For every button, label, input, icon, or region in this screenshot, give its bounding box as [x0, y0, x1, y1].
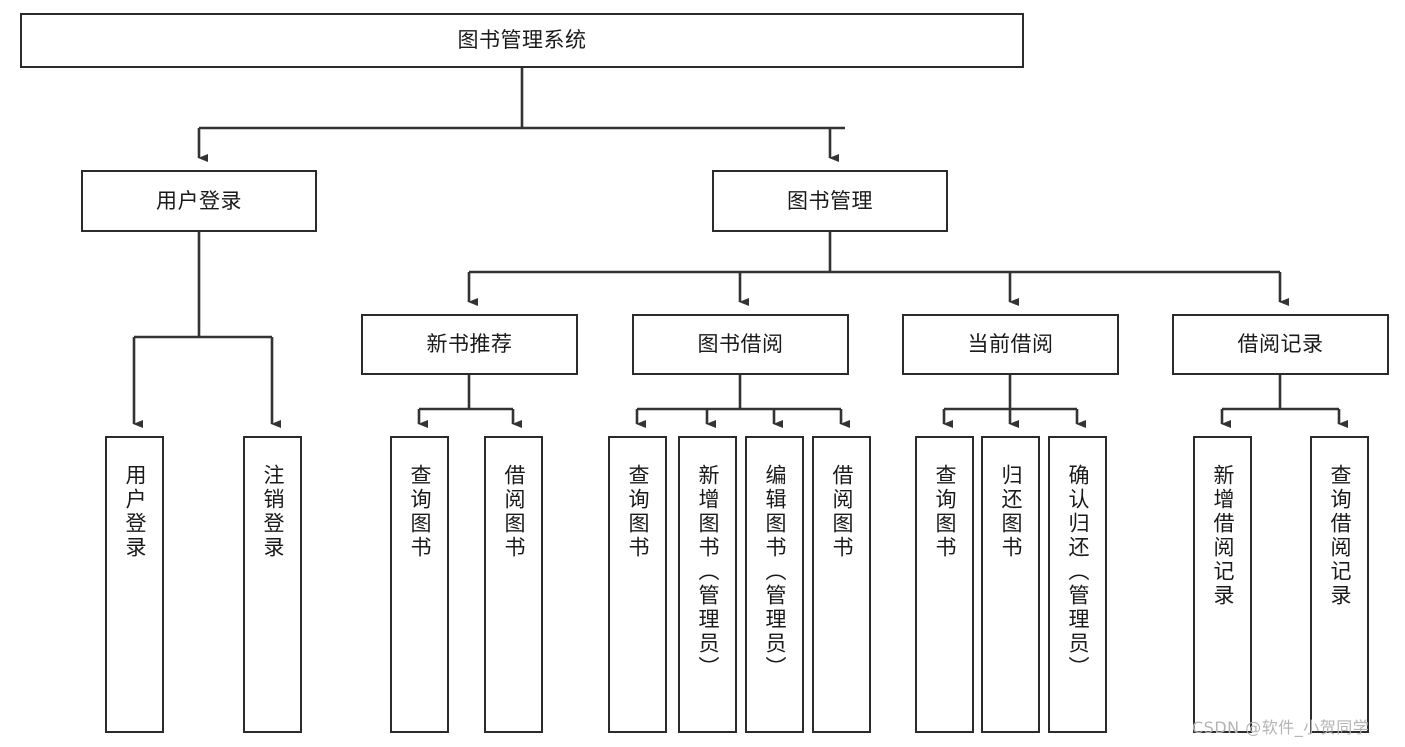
- node-book-borrow-label: 图书借阅: [697, 332, 784, 357]
- node-book-borrow[interactable]: 图书借阅: [632, 314, 849, 375]
- node-user-login-label: 用户登录: [156, 188, 242, 213]
- node-leaf-user-login[interactable]: 用户登录: [105, 436, 164, 733]
- node-leaf-confirm-return-label: 确认归还（管理员）: [1066, 464, 1090, 680]
- node-book-manage-label: 图书管理: [787, 188, 873, 213]
- node-current-borrow[interactable]: 当前借阅: [902, 314, 1119, 375]
- node-user-login[interactable]: 用户登录: [81, 170, 317, 232]
- node-root[interactable]: 图书管理系统: [20, 13, 1024, 68]
- node-leaf-query-book-rec[interactable]: 查询图书: [390, 436, 449, 733]
- node-leaf-query-record-label: 查询借阅记录: [1328, 464, 1352, 608]
- node-leaf-edit-book-label: 编辑图书（管理员）: [763, 464, 787, 680]
- node-new-book-rec[interactable]: 新书推荐: [361, 314, 578, 375]
- node-leaf-return-book-label: 归还图书: [999, 464, 1023, 560]
- node-leaf-user-login-label: 用户登录: [123, 464, 147, 560]
- node-leaf-query-book-borrow-label: 查询图书: [626, 464, 650, 560]
- node-book-manage[interactable]: 图书管理: [712, 170, 948, 232]
- node-borrow-record[interactable]: 借阅记录: [1172, 314, 1389, 375]
- node-leaf-edit-book[interactable]: 编辑图书（管理员）: [745, 436, 804, 733]
- node-leaf-add-record[interactable]: 新增借阅记录: [1193, 436, 1252, 733]
- node-leaf-add-book-label: 新增图书（管理员）: [696, 464, 720, 680]
- node-leaf-borrow-book[interactable]: 借阅图书: [812, 436, 871, 733]
- node-leaf-logout-label: 注销登录: [261, 464, 285, 560]
- node-leaf-add-record-label: 新增借阅记录: [1211, 464, 1235, 608]
- node-leaf-query-book-borrow[interactable]: 查询图书: [608, 436, 667, 733]
- node-current-borrow-label: 当前借阅: [967, 332, 1054, 357]
- node-leaf-query-book-cur[interactable]: 查询图书: [915, 436, 974, 733]
- node-root-label: 图书管理系统: [457, 28, 587, 53]
- node-leaf-add-book[interactable]: 新增图书（管理员）: [678, 436, 737, 733]
- node-leaf-logout[interactable]: 注销登录: [243, 436, 302, 733]
- node-leaf-borrow-book-rec[interactable]: 借阅图书: [484, 436, 543, 733]
- node-leaf-confirm-return[interactable]: 确认归还（管理员）: [1048, 436, 1107, 733]
- node-borrow-record-label: 借阅记录: [1237, 332, 1324, 357]
- node-leaf-borrow-book-rec-label: 借阅图书: [502, 464, 526, 560]
- node-new-book-rec-label: 新书推荐: [426, 332, 513, 357]
- node-leaf-query-record[interactable]: 查询借阅记录: [1310, 436, 1369, 733]
- node-leaf-query-book-rec-label: 查询图书: [408, 464, 432, 560]
- node-leaf-borrow-book-label: 借阅图书: [830, 464, 854, 560]
- csdn-watermark: CSDN @软件_小贺同学: [1192, 718, 1370, 737]
- node-leaf-return-book[interactable]: 归还图书: [981, 436, 1040, 733]
- node-leaf-query-book-cur-label: 查询图书: [933, 464, 957, 560]
